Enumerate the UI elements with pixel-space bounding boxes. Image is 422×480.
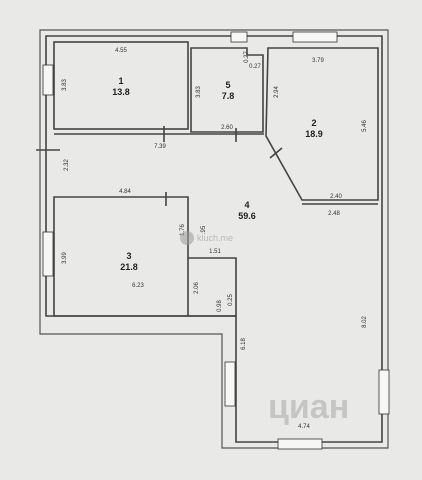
room-2-area: 18.9 [305,129,323,139]
dim-hall-top: 7.39 [154,144,166,150]
dim-room-3-small-a: 0.25 [228,294,234,306]
dim-room-2-top: 3.79 [312,58,324,64]
outer-wall-outline [39,29,389,449]
dim-room-5-side: 3.83 [196,86,202,98]
room-5-area: 7.8 [222,91,235,101]
inner-wall-outline [45,35,383,443]
cian-logo-text: циан [268,388,349,426]
dim-hall-side-a: 1.76 [180,224,186,236]
cian-watermark: циан [268,388,349,426]
dim-room-5-right-small: 0.27 [249,64,261,70]
kluch-logo-text: kluch.me [197,233,233,243]
kluch-watermark: kluch.me [180,231,233,245]
door-mark-room-2 [269,147,283,159]
room-1-area: 13.8 [112,87,130,97]
kluch-logo-icon [180,231,194,245]
room-2-number: 2 [311,118,316,128]
dim-room-3-bottom: 6.23 [132,283,144,289]
window-corridor-bottom [277,438,323,450]
dim-room-5-top-small: 0.27 [244,51,250,63]
window-corridor-right [378,369,390,415]
dim-room-3-inner: 2.06 [194,282,200,294]
dim-hall-step: 1.51 [209,249,221,255]
window-room-2 [292,31,338,43]
dim-hall-right-lower: 2.48 [328,211,340,217]
dim-room-3-side: 3.99 [62,252,68,264]
room-4-number: 4 [244,200,249,210]
room-3-number: 3 [126,251,131,261]
dim-room-3-small-b: 0.98 [217,300,223,312]
dim-room-2-bottom: 2.40 [330,194,342,200]
window-corridor-left [224,361,236,407]
room-1-number: 1 [118,76,123,86]
room-1-walls [53,41,189,130]
window-room-5 [230,31,248,43]
dim-room-2-left: 2.94 [274,86,280,98]
dim-room-2-right: 5.46 [362,120,368,132]
dim-corridor-left: 6.18 [241,338,247,350]
dim-bottom-width: 4.74 [298,424,310,430]
dim-room-1-top: 4.55 [115,48,127,54]
room-5-number: 5 [225,80,230,90]
dim-room-1-side: 3.83 [62,79,68,91]
dim-hall-side-b: .95 [201,225,207,234]
dim-hall-left: 2.32 [64,159,70,171]
room-2-walls [265,47,379,201]
room-5-walls [190,47,264,133]
room-3-walls [53,196,237,317]
dim-hall-mid: 4.84 [119,189,131,195]
window-room-3 [42,231,54,277]
dim-corridor-right: 8.02 [362,316,368,328]
room-3-area: 21.8 [120,262,138,272]
room-4-area: 59.6 [238,211,256,221]
dim-room-5-bottom: 2.60 [221,125,233,131]
window-room-1 [42,64,54,96]
